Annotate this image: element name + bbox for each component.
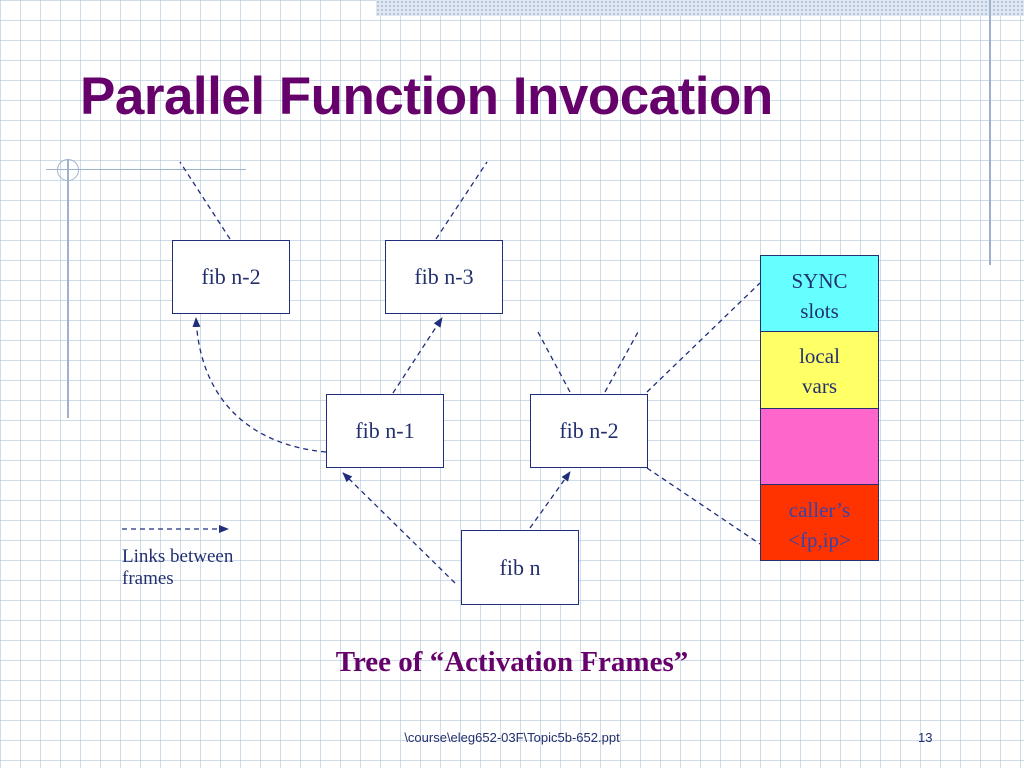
frame-label: fib n-3 [414,264,474,289]
frame-label: fib n [499,554,541,580]
footer-path: \course\eleg652-03F\Topic5b-652.ppt [404,730,620,745]
frame-label: fib n-2 [201,264,261,289]
slot-line: caller’s [788,498,851,522]
frame-fib-n-2-mid: fib n-2 [530,394,648,468]
frame-fib-n-3: fib n-3 [385,240,503,314]
slot-line: slots [800,298,839,323]
slot-line: vars [802,374,837,398]
link-fib-n-2-mid-up-right [604,331,639,393]
slot-callers-fp-ip: caller’s <fp,ip> [760,484,879,561]
decorative-line-right [989,0,991,265]
decorative-line-left [67,160,69,418]
frame-fib-n-2-top: fib n-2 [172,240,290,314]
link-fib-n-2-mid-up-left [537,331,571,393]
link-fib-n-1-to-fib-n-2-top [192,317,327,453]
frame-fib-n-1: fib n-1 [326,394,444,468]
activation-frame-stack: SYNC slots local vars caller’s <fp,ip> [760,254,879,561]
frame-label: fib n-2 [559,418,619,443]
decorative-line-horizontal [46,169,246,170]
link-fib-n-1-to-fib-n-3 [392,317,443,394]
link-fib-n-2-top-up [179,161,231,240]
link-fib-n-3-up [435,161,488,240]
slot-line: SYNC [791,268,848,293]
slide-title: Parallel Function Invocation [80,67,773,126]
legend-label: Links between frames [122,546,234,589]
link-fib-n-to-fib-n-2 [529,471,571,529]
slot-empty [760,407,879,486]
diagram-caption: Tree of “Activation Frames” [335,646,689,678]
link-fib-n-to-fib-n-1 [342,472,456,584]
frame-label: fib n-1 [355,418,415,443]
slot-line: <fp,ip> [788,528,851,552]
slot-line: local [799,344,840,368]
decorative-circle [57,159,79,181]
top-decoration-bar [376,0,1024,16]
link-to-sync-slots [646,282,761,393]
link-to-caller-fp [646,467,761,545]
slot-sync: SYNC slots [760,254,879,333]
slot-local-vars: local vars [760,331,879,409]
frame-fib-n: fib n [461,530,579,605]
page-number: 13 [918,730,933,745]
